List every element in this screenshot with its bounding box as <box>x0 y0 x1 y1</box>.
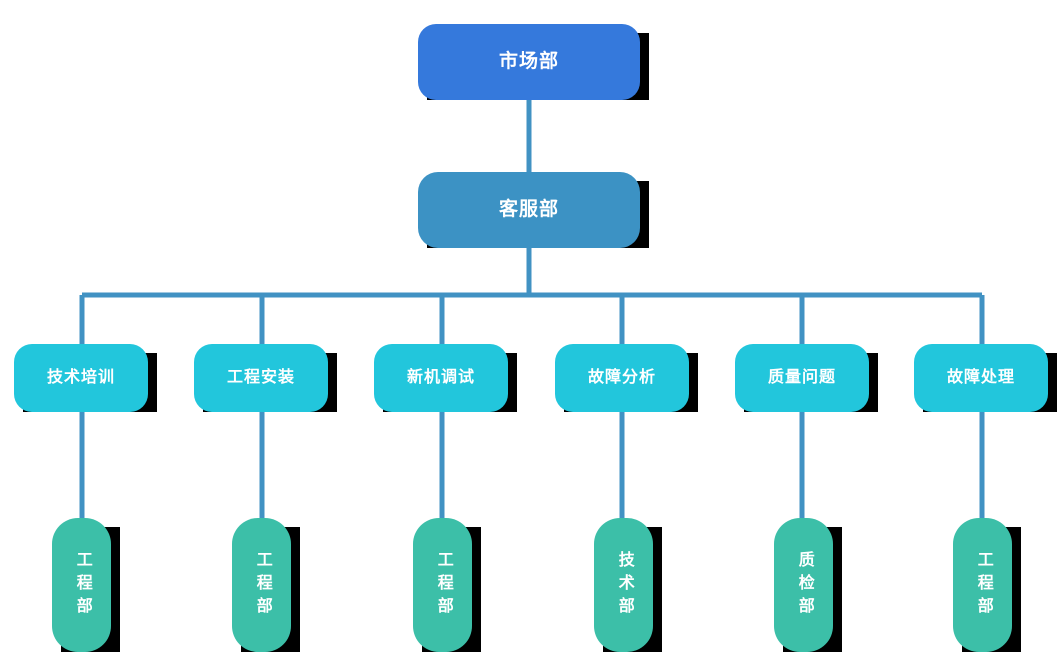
node-body <box>413 518 472 652</box>
node-body <box>374 344 508 412</box>
node-label: 工程部 <box>434 550 452 620</box>
node-label: 工程安装 <box>226 368 295 386</box>
node-n2-客服部[interactable]: 客服部 <box>418 172 649 248</box>
node-label: 新机调试 <box>406 368 475 386</box>
node-n14-工程部[interactable]: 工程部 <box>953 518 1021 652</box>
node-n12-技术部[interactable]: 技术部 <box>594 518 662 652</box>
node-n10-工程部[interactable]: 工程部 <box>232 518 300 652</box>
node-body <box>953 518 1012 652</box>
node-label: 质量问题 <box>767 368 836 386</box>
node-label: 工程部 <box>974 550 992 620</box>
node-body <box>914 344 1048 412</box>
node-body <box>594 518 653 652</box>
node-body <box>194 344 328 412</box>
node-n5-新机调试[interactable]: 新机调试 <box>374 344 517 412</box>
node-label: 客服部 <box>498 199 559 221</box>
node-n8-故障处理[interactable]: 故障处理 <box>914 344 1057 412</box>
node-n11-工程部[interactable]: 工程部 <box>413 518 481 652</box>
node-label: 故障处理 <box>946 368 1015 386</box>
node-body <box>232 518 291 652</box>
node-body <box>555 344 689 412</box>
node-n6-故障分析[interactable]: 故障分析 <box>555 344 698 412</box>
node-body <box>14 344 148 412</box>
node-label: 技术培训 <box>46 368 115 386</box>
node-n7-质量问题[interactable]: 质量问题 <box>735 344 878 412</box>
node-label: 技术部 <box>615 550 633 620</box>
node-label: 工程部 <box>253 550 271 620</box>
node-n1-市场部[interactable]: 市场部 <box>418 24 649 100</box>
node-n4-工程安装[interactable]: 工程安装 <box>194 344 337 412</box>
node-body <box>418 172 640 248</box>
node-body <box>774 518 833 652</box>
node-n13-质检部[interactable]: 质检部 <box>774 518 842 652</box>
node-n9-工程部[interactable]: 工程部 <box>52 518 120 652</box>
node-body <box>52 518 111 652</box>
node-label: 质检部 <box>795 550 813 620</box>
node-n3-技术培训[interactable]: 技术培训 <box>14 344 157 412</box>
node-label: 市场部 <box>498 51 559 73</box>
node-body <box>735 344 869 412</box>
node-label: 工程部 <box>73 550 91 620</box>
node-body <box>418 24 640 100</box>
node-label: 故障分析 <box>587 368 656 386</box>
